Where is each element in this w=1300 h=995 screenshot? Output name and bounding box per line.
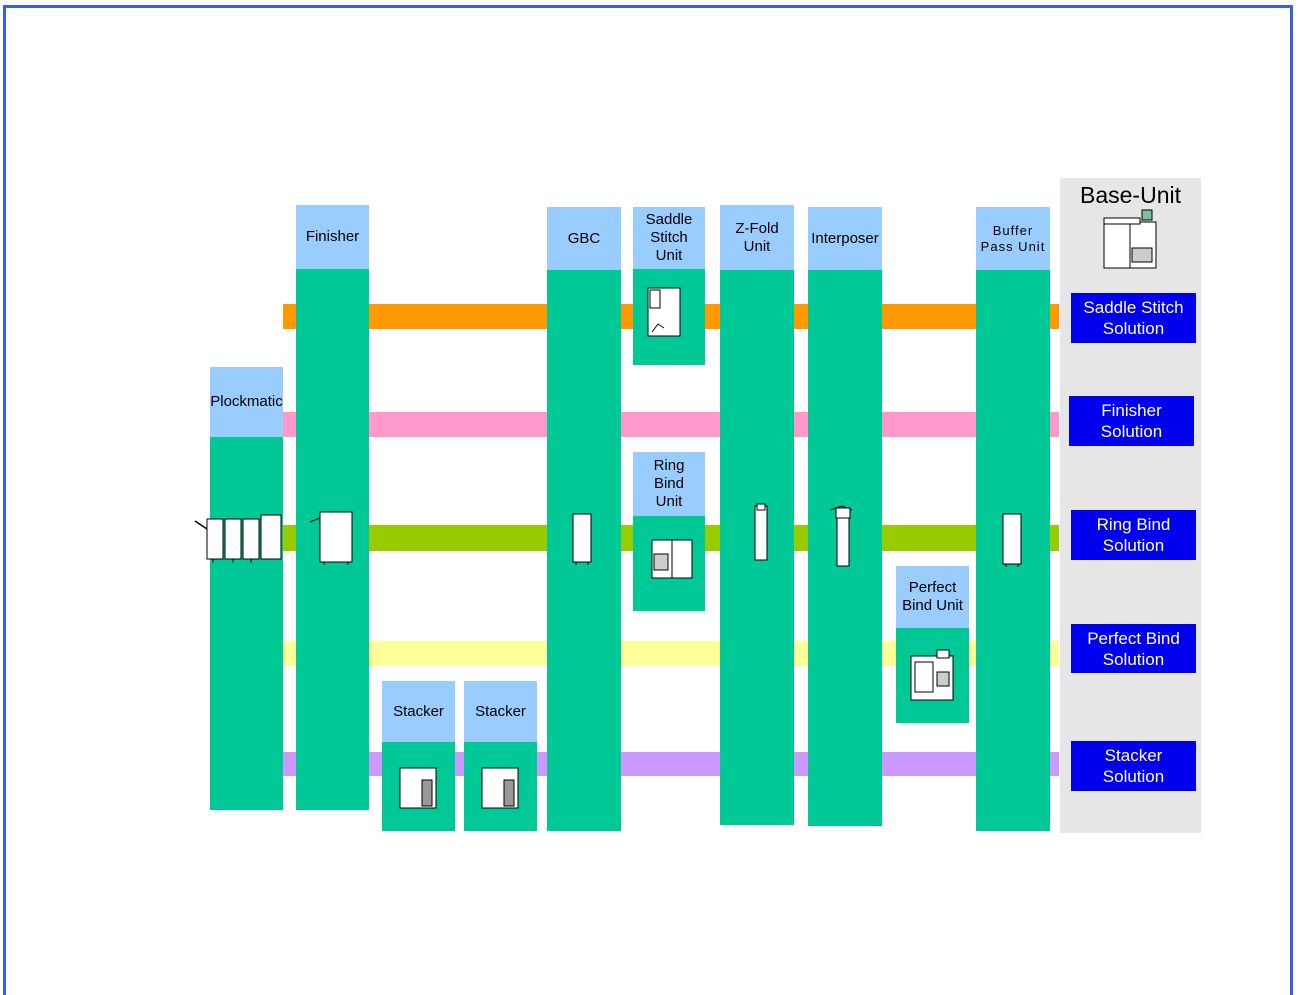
base-unit-title: Base-Unit	[1080, 182, 1181, 208]
z-fold-unit-label: Z-Fold Unit	[720, 205, 794, 270]
saddle-stitch-device-icon	[647, 287, 681, 337]
stacker-1-label: Stacker	[382, 681, 455, 742]
gbc-label: GBC	[547, 207, 621, 270]
saddle-stitch-unit-label-text: Saddle Stitch Unit	[645, 211, 693, 264]
plockmatic-label: Plockmatic	[210, 367, 283, 437]
stacker-1-label-text: Stacker	[393, 702, 444, 720]
stacker-2-device-icon	[481, 767, 519, 809]
plockmatic-label-text: Plockmatic	[210, 393, 283, 410]
page-frame	[3, 5, 1293, 995]
interposer-device-icon	[829, 505, 853, 567]
ring-bind-solution-box: Ring Bind Solution	[1071, 510, 1196, 560]
base-unit-panel	[1060, 178, 1201, 833]
z-fold-device-icon	[754, 503, 768, 561]
stacker-2-label: Stacker	[464, 681, 537, 742]
plockmatic-device-icon	[194, 514, 282, 563]
stacker-solution-box: Stacker Solution	[1071, 741, 1196, 791]
ring-bind-unit-label-text: Ring Bind Unit	[653, 457, 685, 510]
finisher-label: Finisher	[296, 205, 369, 269]
ring-bind-device-icon	[651, 539, 693, 579]
saddle-stitch-solution-box: Saddle Stitch Solution	[1071, 293, 1196, 343]
finisher-device-icon	[309, 511, 353, 565]
finisher-label-text: Finisher	[305, 228, 360, 245]
perfect-bind-solution-box: Perfect Bind Solution	[1071, 624, 1196, 673]
gbc-label-text: GBC	[567, 229, 601, 247]
plockmatic-column	[210, 437, 283, 810]
saddle-stitch-unit-label: Saddle Stitch Unit	[633, 207, 705, 269]
gbc-device-icon	[572, 513, 592, 565]
finisher-band	[283, 412, 1059, 437]
perfect-bind-unit-label-text: Perfect Bind Unit	[902, 579, 963, 614]
z-fold-unit-label-text: Z-Fold Unit	[735, 219, 779, 255]
buffer-pass-unit-label-text: Buffer Pass Unit	[980, 222, 1046, 254]
interposer-label-text: Interposer	[811, 229, 879, 247]
interposer-label: Interposer	[808, 207, 882, 270]
buffer-pass-device-icon	[1002, 513, 1022, 567]
finisher-solution-box: Finisher Solution	[1069, 396, 1194, 446]
perfect-bind-unit-label: Perfect Bind Unit	[896, 566, 969, 628]
stacker-2-label-text: Stacker	[475, 702, 526, 720]
stacker-1-device-icon	[399, 767, 437, 809]
base-unit-device-icon	[1103, 209, 1157, 269]
ring-bind-unit-label: Ring Bind Unit	[633, 452, 705, 516]
perfect-bind-device-icon	[910, 649, 954, 701]
buffer-pass-unit-label: Buffer Pass Unit	[976, 207, 1050, 270]
